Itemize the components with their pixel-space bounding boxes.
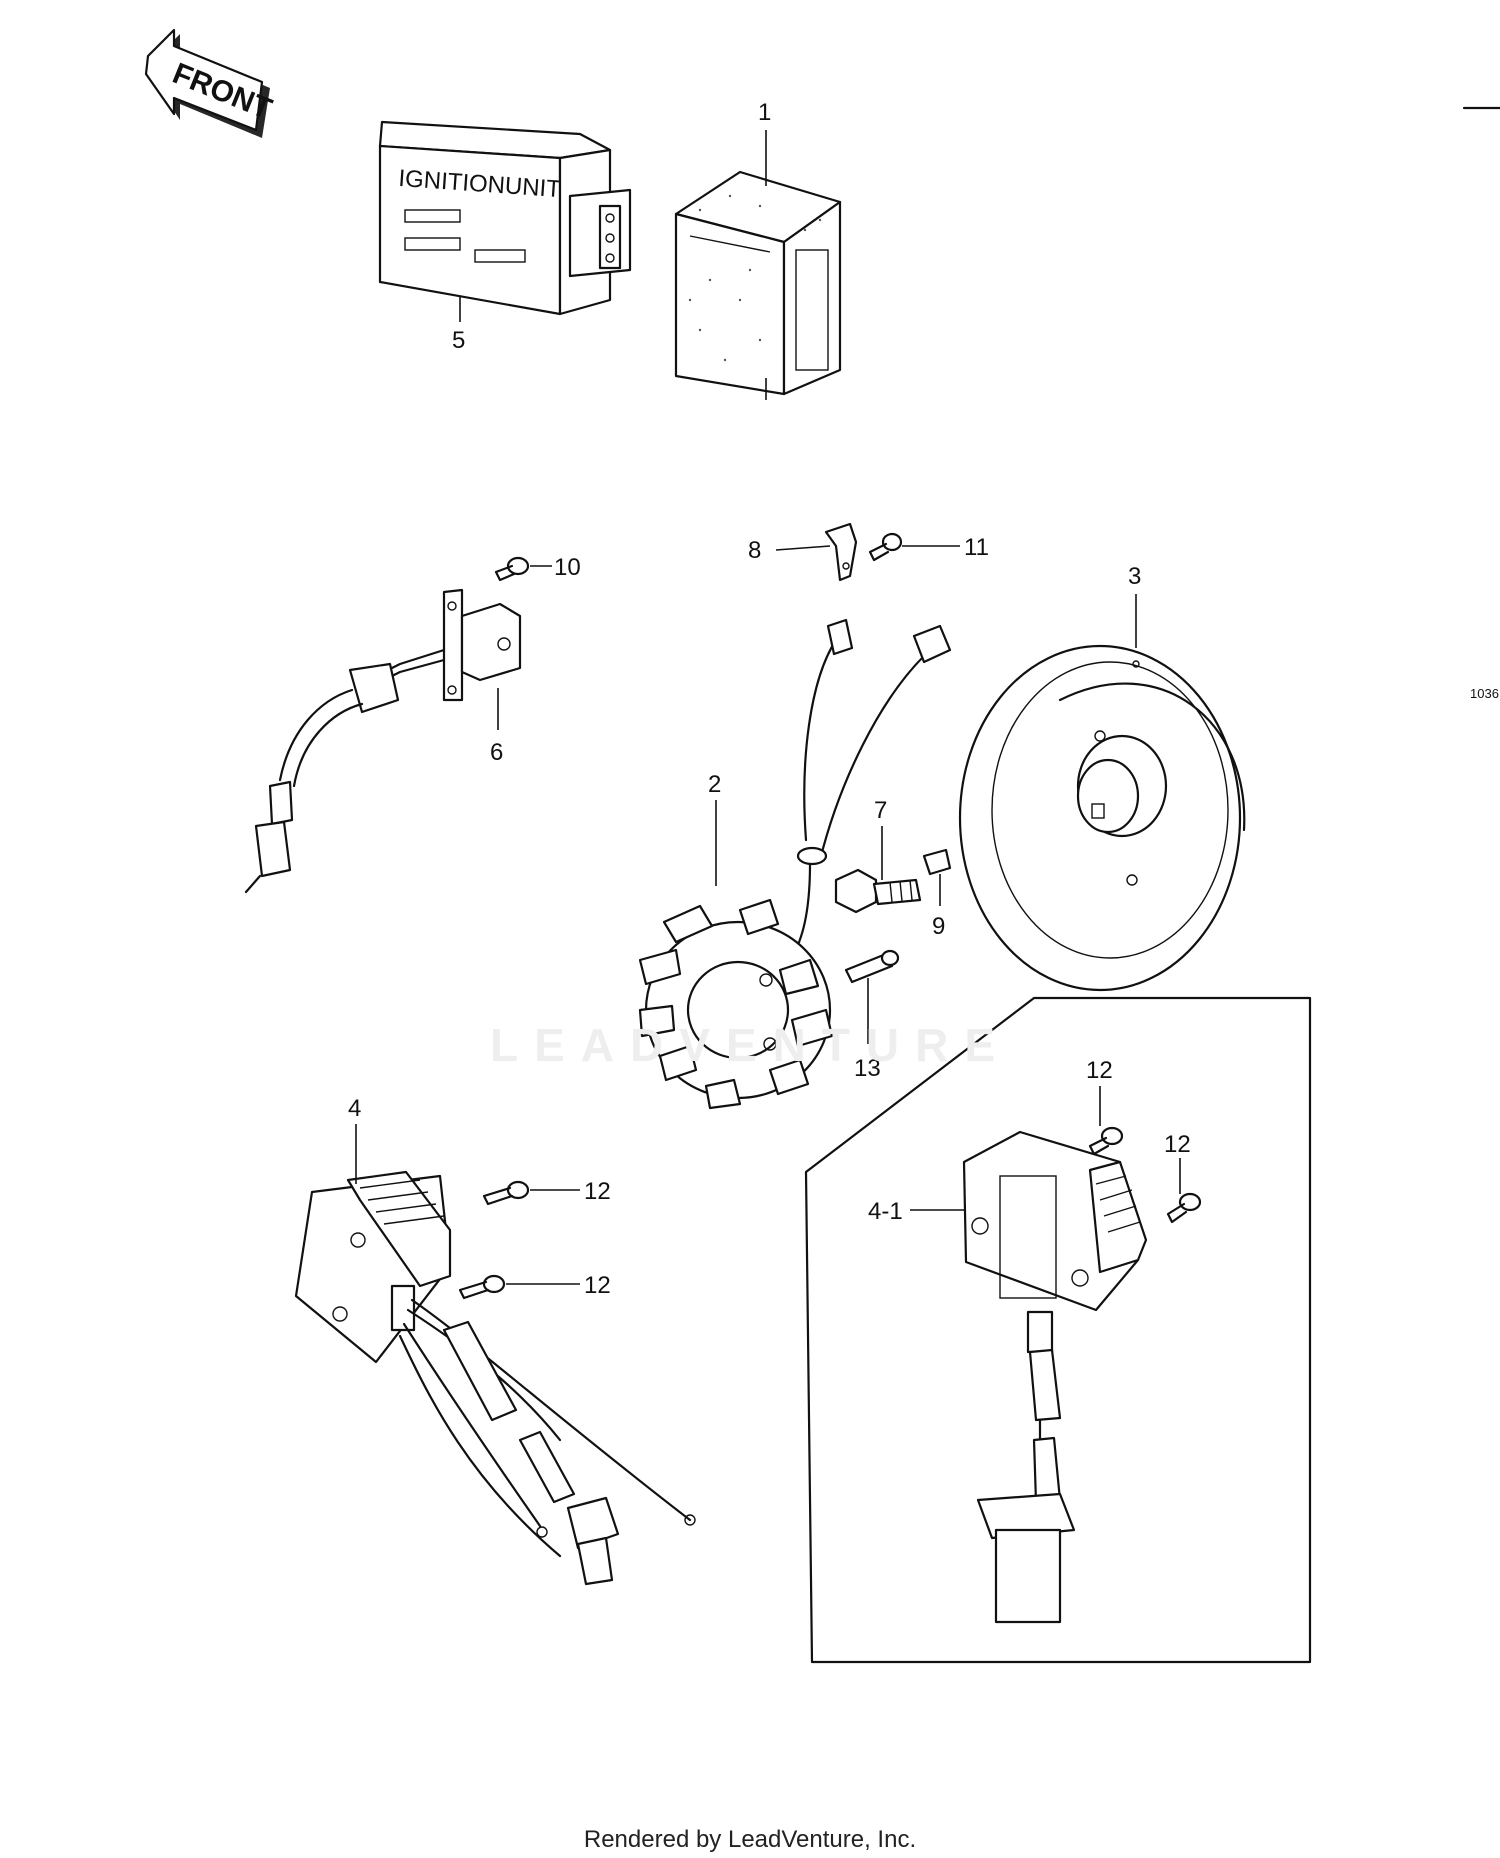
figure-code: 1036 bbox=[1470, 686, 1499, 701]
callout-4: 4 bbox=[348, 1095, 361, 1122]
regulator-part-4 bbox=[294, 1170, 696, 1586]
pickup-coil-part-6 bbox=[244, 588, 522, 894]
screw-part-12-c bbox=[1088, 1126, 1124, 1156]
screw-part-12-d bbox=[1166, 1192, 1202, 1224]
screw-part-13 bbox=[844, 949, 900, 984]
callout-4-1: 4-1 bbox=[868, 1198, 903, 1225]
cover-part-1 bbox=[674, 170, 842, 396]
key-part-9 bbox=[922, 848, 952, 876]
alternate-part-box bbox=[804, 996, 1312, 1664]
callout-3: 3 bbox=[1128, 563, 1141, 590]
callout-11: 11 bbox=[964, 534, 989, 561]
bracket-part-8 bbox=[824, 522, 858, 582]
front-arrow: FRONT bbox=[144, 28, 276, 138]
ignition-unit-part-5: IGNITIONUNIT bbox=[378, 120, 632, 316]
watermark: LEADVENTURE bbox=[490, 1019, 1012, 1071]
callout-8: 8 bbox=[748, 537, 761, 564]
callout-12-c: 12 bbox=[1086, 1057, 1113, 1084]
callout-12-a: 12 bbox=[584, 1178, 611, 1205]
callout-13: 13 bbox=[854, 1055, 881, 1082]
callout-9: 9 bbox=[932, 913, 945, 940]
callout-12-b: 12 bbox=[584, 1272, 611, 1299]
callout-7: 7 bbox=[874, 797, 887, 824]
screw-part-12-b bbox=[458, 1274, 506, 1300]
callout-5: 5 bbox=[452, 327, 465, 354]
bolt-part-7 bbox=[834, 868, 922, 914]
callout-2: 2 bbox=[708, 771, 721, 798]
callout-6: 6 bbox=[490, 739, 503, 766]
stator-part-2 bbox=[638, 618, 952, 1110]
callout-12-d: 12 bbox=[1164, 1131, 1191, 1158]
footer-credit: Rendered by LeadVenture, Inc. bbox=[583, 1826, 917, 1853]
screw-part-10 bbox=[494, 556, 530, 582]
regulator-part-4-1 bbox=[962, 1130, 1148, 1624]
screw-part-11 bbox=[868, 532, 903, 562]
screw-part-12-a bbox=[482, 1180, 530, 1206]
callout-10: 10 bbox=[554, 554, 581, 581]
rotor-part-3 bbox=[958, 644, 1246, 992]
callout-1: 1 bbox=[758, 99, 771, 126]
